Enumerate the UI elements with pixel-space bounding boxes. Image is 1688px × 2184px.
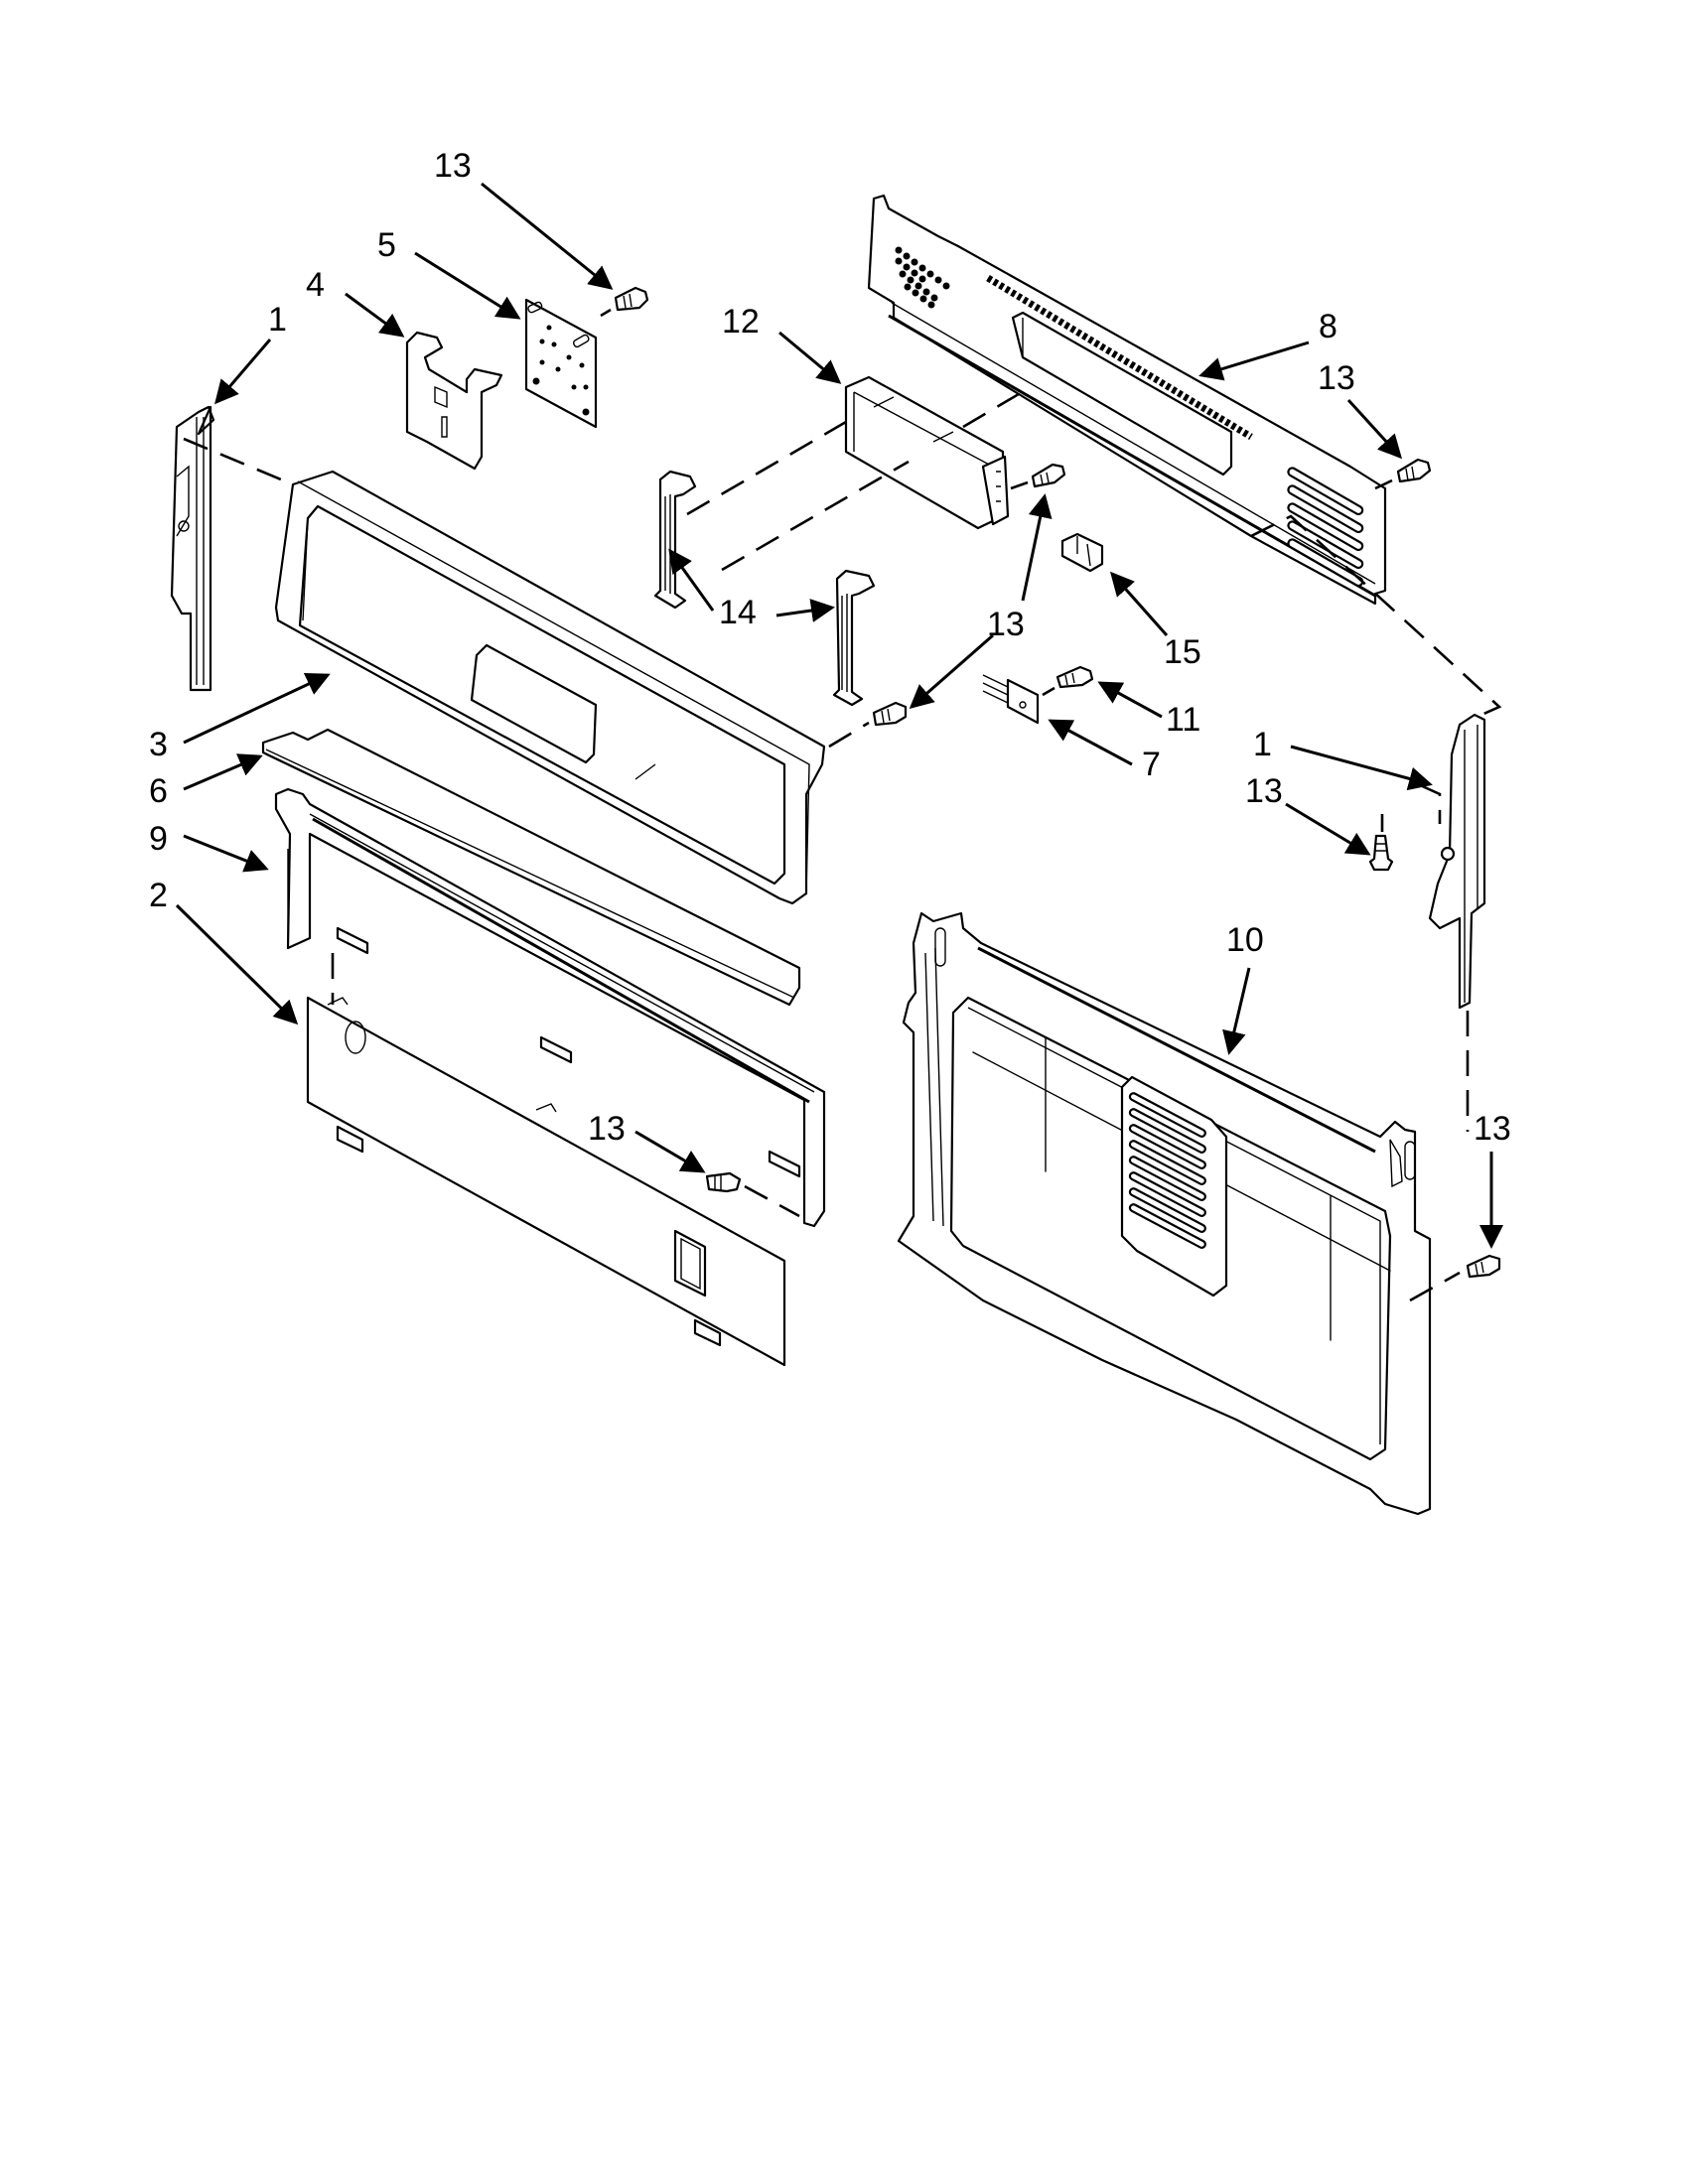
part-10-back-panel	[897, 911, 1432, 1516]
part-13-screw-right-top	[1374, 458, 1432, 490]
callout-5: 5	[377, 226, 396, 264]
callout-13-right: 13	[1245, 772, 1283, 810]
assembly-line-12-a	[686, 420, 847, 516]
assembly-line-8-to-1	[1250, 514, 1502, 727]
part-1-right-side-bracket	[1417, 713, 1486, 1010]
callout-13-top: 13	[434, 147, 472, 185]
callout-labels: 13 5 4 1 12 8 13 14 13 15 11 7 3 6 9 2 1…	[149, 147, 1511, 1148]
callout-9: 9	[149, 820, 168, 858]
part-13-screw-right-vertical	[1368, 814, 1394, 872]
callout-11: 11	[1166, 701, 1200, 739]
part-13-screw-lower-left	[705, 1171, 800, 1218]
callout-13-lower-left: 13	[588, 1110, 626, 1148]
callout-15: 15	[1164, 633, 1201, 671]
callout-2: 2	[149, 877, 168, 914]
callout-13-right-top: 13	[1318, 359, 1355, 397]
callout-4: 4	[306, 266, 325, 304]
part-14-module-brackets	[653, 470, 876, 707]
part-8-rear-control-panel	[867, 194, 1387, 606]
part-9-console-support	[274, 787, 826, 1228]
part-6-console-trim	[261, 728, 801, 1007]
callout-10: 10	[1226, 921, 1264, 959]
callout-12: 12	[722, 303, 760, 341]
callout-6: 6	[149, 772, 168, 810]
part-15-connector-block	[1060, 532, 1104, 573]
callout-3: 3	[149, 726, 168, 763]
vent-hole-grid	[895, 246, 950, 309]
part-3-control-console	[274, 470, 826, 905]
callout-13-mid: 13	[987, 606, 1025, 643]
callout-1-right: 1	[1253, 726, 1272, 763]
part-11-screw	[1042, 665, 1094, 697]
part-13-screw-lower-right	[1409, 1254, 1501, 1302]
callout-1-left: 1	[268, 301, 287, 339]
callout-7: 7	[1142, 746, 1161, 783]
part-12-control-module	[844, 375, 1010, 530]
back-panel-grille-slots	[1128, 1092, 1206, 1249]
assembly-line-12-c	[721, 460, 910, 572]
part-13-screw-top	[600, 286, 649, 318]
part-2-lower-cover-panel	[306, 953, 786, 1367]
callout-13-lower-right: 13	[1474, 1110, 1511, 1148]
callout-14: 14	[719, 594, 757, 631]
leader-arrows	[175, 182, 1503, 1249]
part-7-terminal-clip	[982, 674, 1040, 725]
part-13-screw-mid	[828, 701, 908, 749]
part-4-board-bracket	[405, 331, 503, 471]
louvers	[1287, 467, 1364, 588]
assembly-line-1-to-3	[183, 437, 294, 486]
callout-8: 8	[1319, 308, 1337, 345]
part-1-left-side-bracket	[170, 405, 215, 692]
part-13-screw-module	[1010, 463, 1066, 490]
part-5-circuit-board	[524, 298, 598, 429]
